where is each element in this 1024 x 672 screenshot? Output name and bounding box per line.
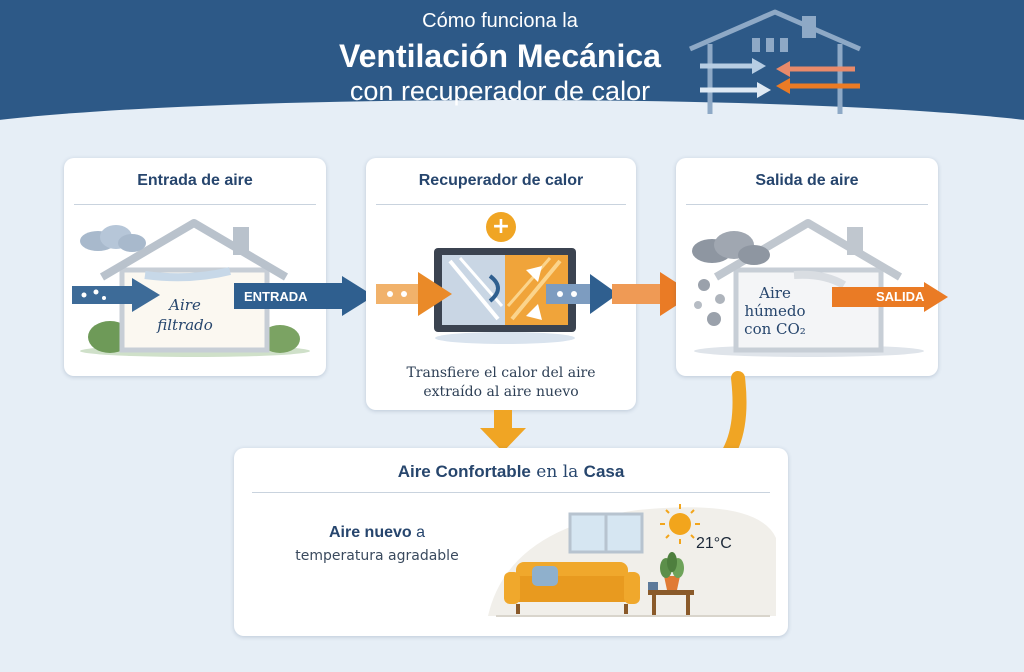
intake-card-divider xyxy=(74,204,316,205)
recovery-card-title: Recuperador de calor xyxy=(418,172,584,189)
house-ventilation-icon xyxy=(689,9,861,114)
recovery-description-line2: extraído al aire nuevo xyxy=(423,384,579,400)
exhaust-house-label-line2: húmedo xyxy=(744,302,806,320)
intake-card-title: Entrada de aire xyxy=(137,172,253,189)
recovery-card-divider xyxy=(376,204,626,205)
living-room-illustration xyxy=(488,504,776,617)
sun-icon xyxy=(660,504,700,544)
sofa-icon xyxy=(504,562,640,614)
recovery-description-line1: Transfiere el calor del aire xyxy=(406,365,596,381)
fresh-air-heading: Aire nuevo a xyxy=(282,524,472,542)
exhaust-house-label-line3: con CO₂ xyxy=(744,320,806,338)
comfort-title-strong: Aire Confortable xyxy=(397,462,531,481)
salida-arrow-label: SALIDA xyxy=(876,289,925,304)
exhaust-card-title: Salida de aire xyxy=(755,172,859,189)
intake-house-label-line1: Aire xyxy=(169,296,201,314)
exhaust-house-icon xyxy=(692,219,924,357)
title-line-2: Ventilación Mecánica xyxy=(339,38,661,74)
plus-icon: + xyxy=(486,212,516,242)
fresh-air-strong: Aire nuevo xyxy=(328,524,412,541)
fresh-air-a: a xyxy=(411,524,426,541)
plant-icon xyxy=(660,552,684,590)
entrada-arrow-label: ENTRADA xyxy=(244,289,308,304)
comfort-title-mid: en la xyxy=(530,462,584,482)
entrada-arrow xyxy=(234,276,374,316)
down-arrow-to-comfort xyxy=(480,410,526,452)
comfort-card-divider xyxy=(252,492,770,493)
fresh-air-subtext: temperatura agradable xyxy=(295,548,459,564)
exhaust-house-label-line1: Aire xyxy=(759,284,791,302)
side-table-icon xyxy=(648,590,694,617)
blue-outflow-arrow xyxy=(546,274,618,314)
title-line-1: Cómo funciona la xyxy=(422,10,578,32)
comfort-title-end: Casa xyxy=(583,462,625,481)
orange-inflow-arrow xyxy=(376,272,452,316)
window-icon xyxy=(568,512,644,554)
salida-arrow xyxy=(832,282,948,312)
cloud-icon xyxy=(80,225,146,252)
smoke-cloud-icon xyxy=(692,231,770,326)
exhaust-card-divider xyxy=(686,204,928,205)
heat-exchanger-icon xyxy=(434,248,576,344)
comfort-title: Aire Confortable en la Casa xyxy=(234,462,788,482)
title-line-3: con recuperador de calor xyxy=(349,76,651,106)
header-banner: Cómo funciona la Ventilación Mecánica co… xyxy=(0,0,1024,128)
intake-house-label-line2: filtrado xyxy=(157,316,213,334)
intake-arrow-left xyxy=(72,278,160,312)
temperature-readout: 21°C xyxy=(696,535,732,552)
